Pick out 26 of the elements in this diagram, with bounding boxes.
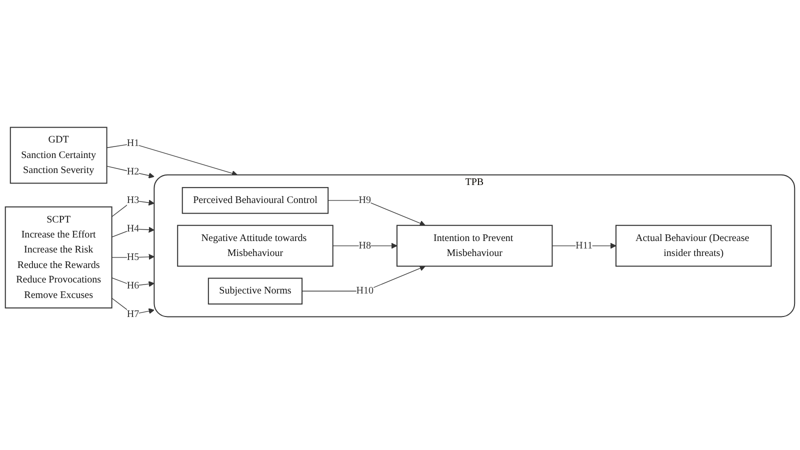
node-box: Subjective Norms xyxy=(208,278,303,305)
edge-label: H1 xyxy=(126,138,140,150)
edge-label: H5 xyxy=(126,252,140,264)
edge-label: H2 xyxy=(126,166,140,178)
node-box: SCPT Increase the Effort Increase the Risk Reduce the Rewards Reduce Provocations Remove Excuses xyxy=(4,206,112,309)
arrow xyxy=(328,200,426,226)
arrow xyxy=(106,166,154,179)
edge-label: H6 xyxy=(126,280,140,292)
arrow xyxy=(552,243,616,250)
arrow xyxy=(111,200,154,218)
edge-label: H10 xyxy=(356,286,374,297)
arrow xyxy=(111,254,154,260)
node-box: Perceived Behavioural Control xyxy=(182,187,329,214)
arrow xyxy=(332,243,398,250)
edge-label: H11 xyxy=(576,240,593,252)
edge-label: H8 xyxy=(358,240,372,252)
node-box: Negative Attitude towards Misbehaviour xyxy=(177,225,334,268)
edge-label: H9 xyxy=(358,195,372,206)
arrow xyxy=(106,144,238,177)
edge-label: H3 xyxy=(126,195,140,206)
edge-label: H4 xyxy=(126,224,140,235)
node-box: Intention to Prevent Misbehaviour xyxy=(396,225,553,268)
edge-label: H7 xyxy=(126,309,140,320)
arrow xyxy=(302,266,426,292)
node-box: Actual Behaviour (Decrease insider threats) xyxy=(615,225,772,268)
node-box: GDT Sanction Certainty Sanction Severity xyxy=(10,127,108,184)
